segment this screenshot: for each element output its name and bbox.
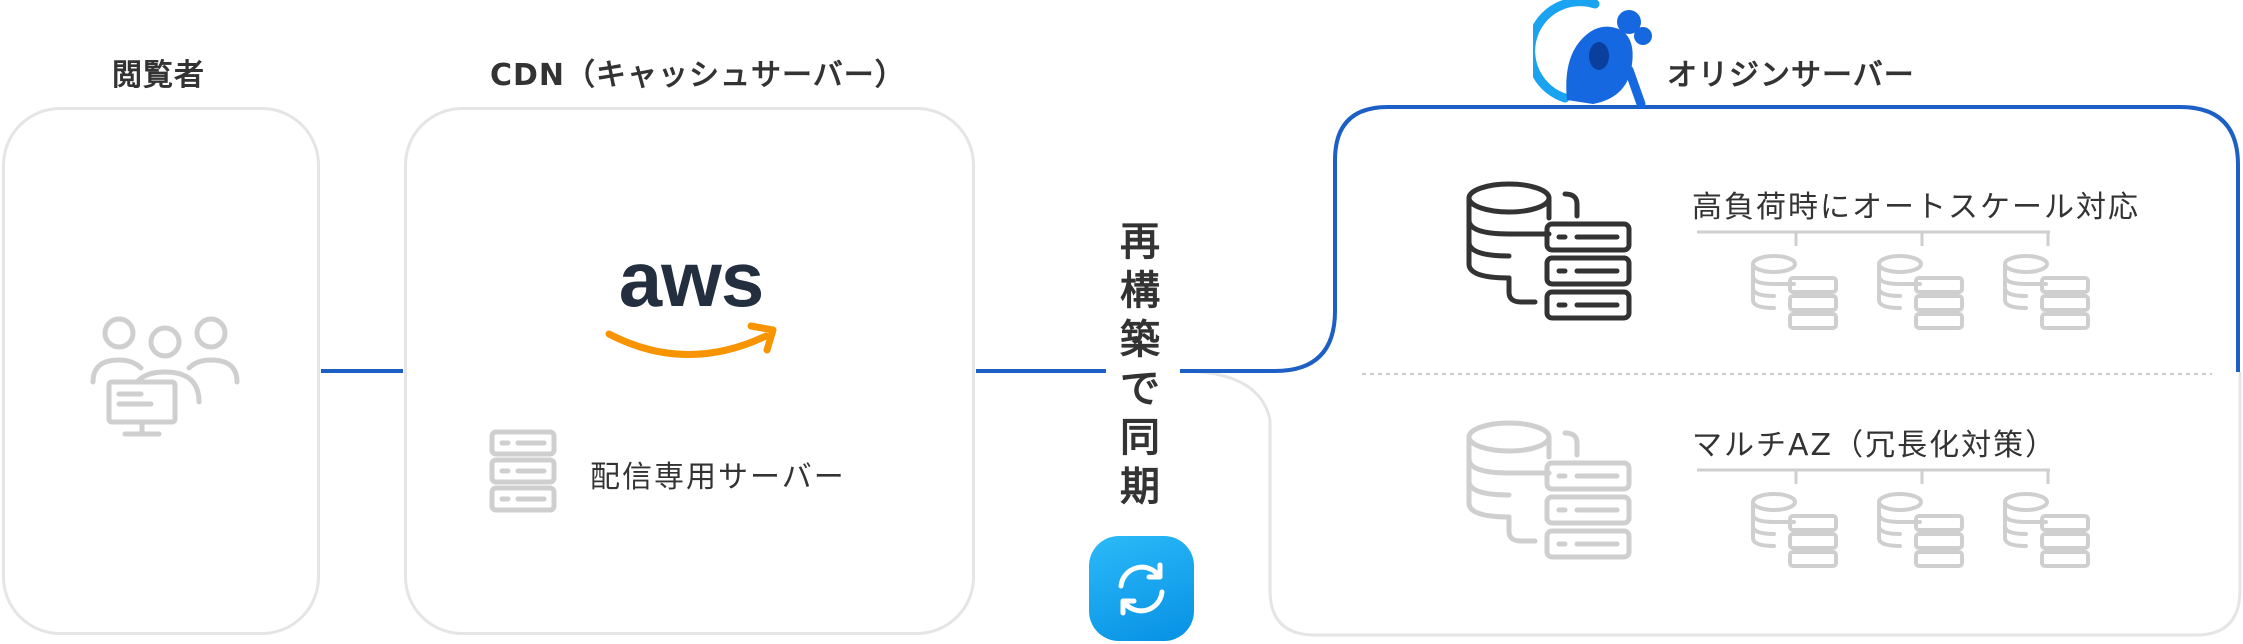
- multi-az-label: マルチAZ（冗長化対策）: [1692, 428, 2058, 463]
- small-db-icon: [1877, 254, 1964, 330]
- server-stack-icon: [489, 429, 557, 513]
- small-db-icon: [2003, 492, 2090, 568]
- sync-char: 同: [1120, 415, 1160, 461]
- small-db-icon: [1751, 492, 1838, 568]
- mascot-character-icon: [1533, 0, 1652, 109]
- database-server-icon-gray: [1466, 420, 1632, 560]
- small-db-icon: [2003, 254, 2090, 330]
- origin-heading: オリジンサーバー: [1667, 58, 1915, 93]
- autoscale-label: 高負荷時にオートスケール対応: [1692, 190, 2140, 225]
- aws-logo: aws: [601, 235, 781, 358]
- database-server-icon: [1466, 181, 1632, 321]
- sync-label: 再 構 築 で 同 期: [1110, 218, 1170, 512]
- cdn-panel: aws 配信専用サーバー: [404, 107, 975, 635]
- sync-char: 築: [1120, 317, 1160, 363]
- viewer-heading: 閲覧者: [112, 58, 205, 93]
- small-db-icon: [1877, 492, 1964, 568]
- aws-smile-icon: [605, 322, 777, 358]
- cdn-server-label: 配信専用サーバー: [590, 460, 846, 495]
- viewer-cdn-connector: [321, 369, 403, 373]
- sync-char: 期: [1120, 464, 1160, 510]
- small-db-icon: [1751, 254, 1838, 330]
- sync-char: 構: [1120, 268, 1160, 314]
- aws-logo-text: aws: [618, 235, 764, 323]
- sync-char: 再: [1120, 219, 1160, 265]
- sync-char: で: [1120, 366, 1160, 412]
- viewer-panel: [2, 107, 320, 635]
- people-computer-icon: [90, 316, 240, 437]
- cdn-sync-connector: [976, 369, 1106, 373]
- cdn-heading: CDN（キャッシュサーバー）: [490, 58, 906, 93]
- sync-button[interactable]: [1089, 536, 1194, 641]
- sync-icon: [1118, 562, 1165, 616]
